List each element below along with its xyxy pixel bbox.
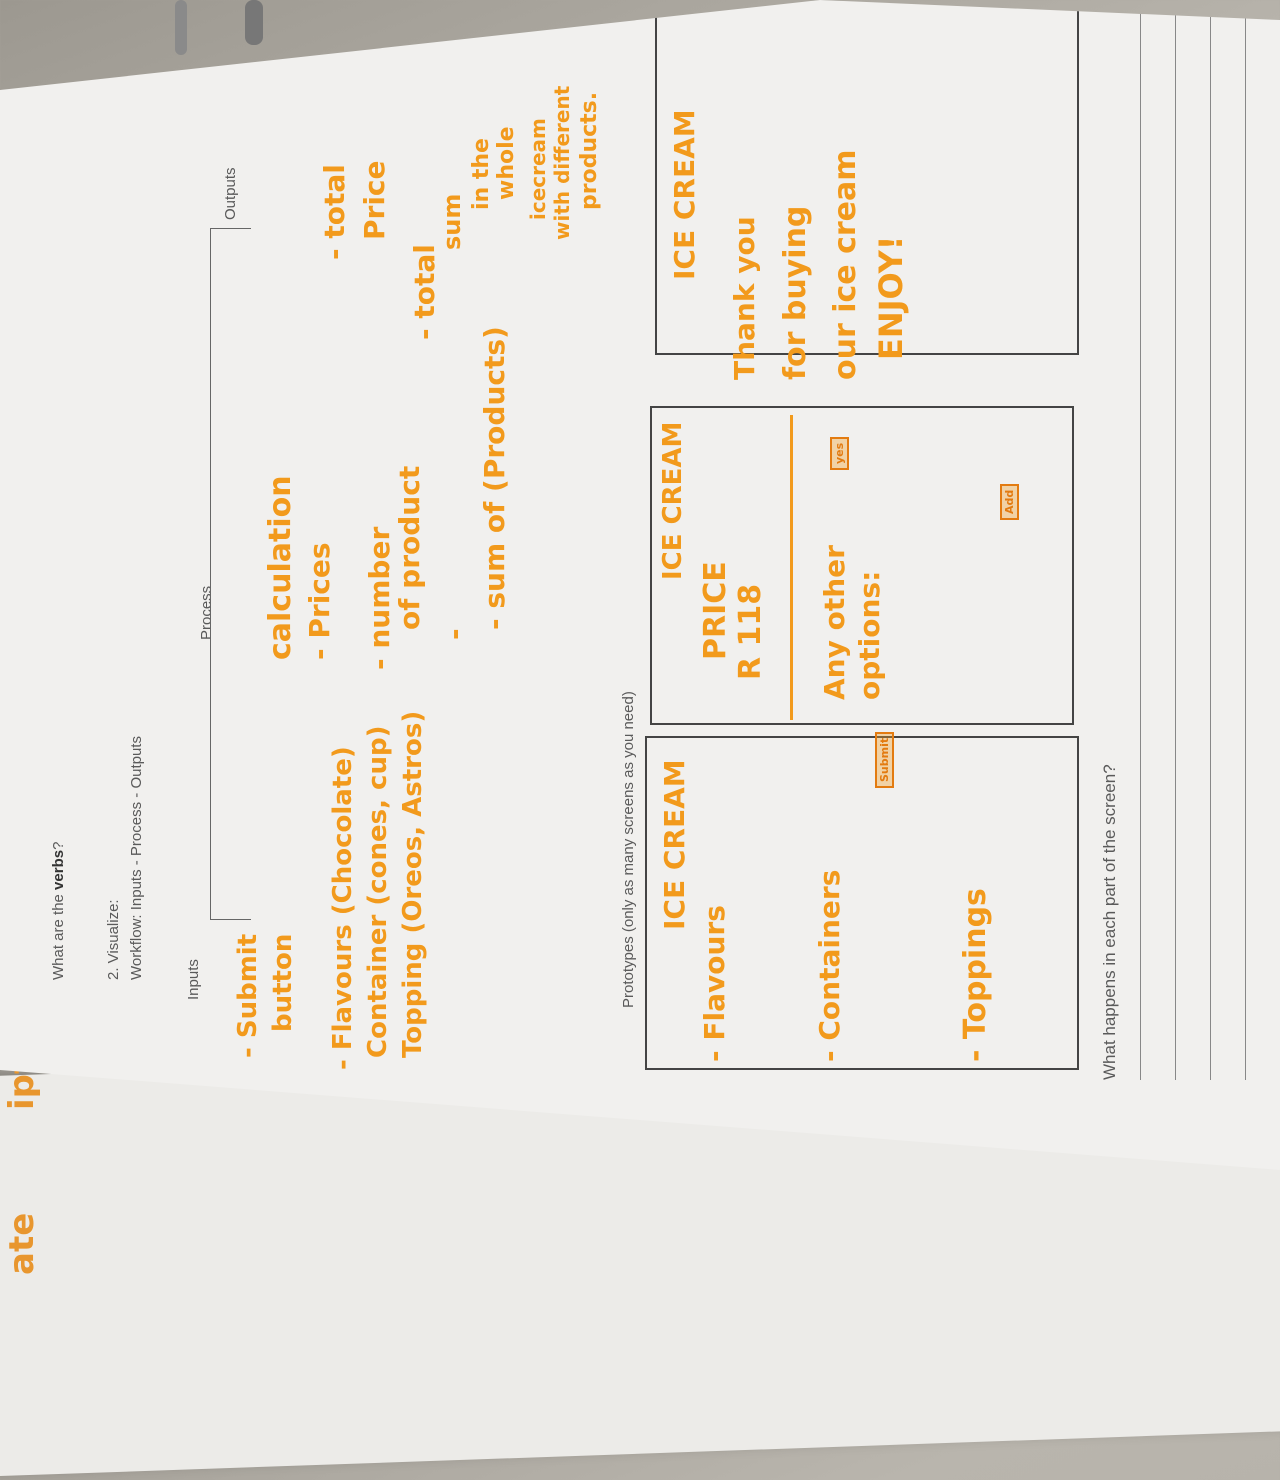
screen1-containers: - Containers [813,869,846,1062]
answer-line [1245,0,1246,1080]
answer-line [1175,0,1176,1080]
worksheet-page: What are the verbs? 2. Visualize: Workfl… [0,0,1280,1170]
output-in-the: in the [469,138,494,210]
screen3-title: ICE CREAM [668,109,701,280]
input-topping: Topping (Oreos, Astros) [398,710,428,1058]
screen3-our-ice-cream: our ice cream [828,149,863,381]
screen3-thank-you: Thank you [728,216,761,380]
answer-line [1140,0,1141,1080]
screen2-question: Any other [818,545,851,700]
worksheet-content: What are the verbs? 2. Visualize: Workfl… [50,0,1246,1080]
under-sheet-fragment: ate [2,1212,42,1275]
verbs-question: What are the verbs? [50,841,67,980]
workflow-bracket [210,228,251,920]
screen2-title: ICE CREAM [658,421,688,580]
process-number: - number [363,526,396,670]
screen-question: What happens in each part of the screen? [1100,764,1119,1080]
process-sum: - sum of (Products) [478,326,511,630]
answer-line [1210,0,1211,1080]
screen3-enjoy: ENJOY! [872,235,910,360]
input-button: button [268,933,298,1032]
screen1-flavours: - Flavours [698,905,731,1062]
visualize-heading: 2. Visualize: [105,899,122,980]
screen2-yes-button: yes [830,436,849,470]
screen2-divider [790,415,793,720]
screen1-toppings: - Toppings [958,888,993,1062]
output-icecream: icecream [526,118,550,220]
input-flavours: - Flavours (Chocolate) [328,746,358,1070]
output-total-price: - total [318,164,351,260]
process-calculation: calculation [263,475,298,660]
cable [245,0,263,45]
output-different: with different [550,85,574,240]
outputs-label: Outputs [222,167,239,220]
workflow-line: Workflow: Inputs - Process - Outputs [128,736,145,980]
output-sum: sum [438,193,466,250]
prototypes-label: Prototypes (only as many screens as you … [620,691,637,1008]
output-total-sum: - total [408,244,441,340]
screen2-question-2: options: [853,570,886,700]
screen1-submit-button: Submit [875,731,894,788]
screen2-price-value: R 118 [733,583,768,680]
cable [175,0,187,55]
screen1-title: ICE CREAM [658,759,691,930]
inputs-label: Inputs [185,959,202,1000]
process-of-product: of product [393,465,426,630]
output-price: Price [358,160,391,240]
screen2-add-button: Add [1000,483,1019,520]
prototype-screen-3 [655,0,1079,355]
input-container: Container (cones, cup) [363,725,393,1058]
output-products: products. [577,91,602,210]
output-whole: whole [494,126,519,200]
screen2-price-label: PRICE [698,561,733,660]
input-submit: - Submit [233,933,263,1058]
screen3-for-buying: for buying [778,205,813,380]
process-dash: - [438,628,471,640]
process-prices: - Prices [303,542,336,660]
